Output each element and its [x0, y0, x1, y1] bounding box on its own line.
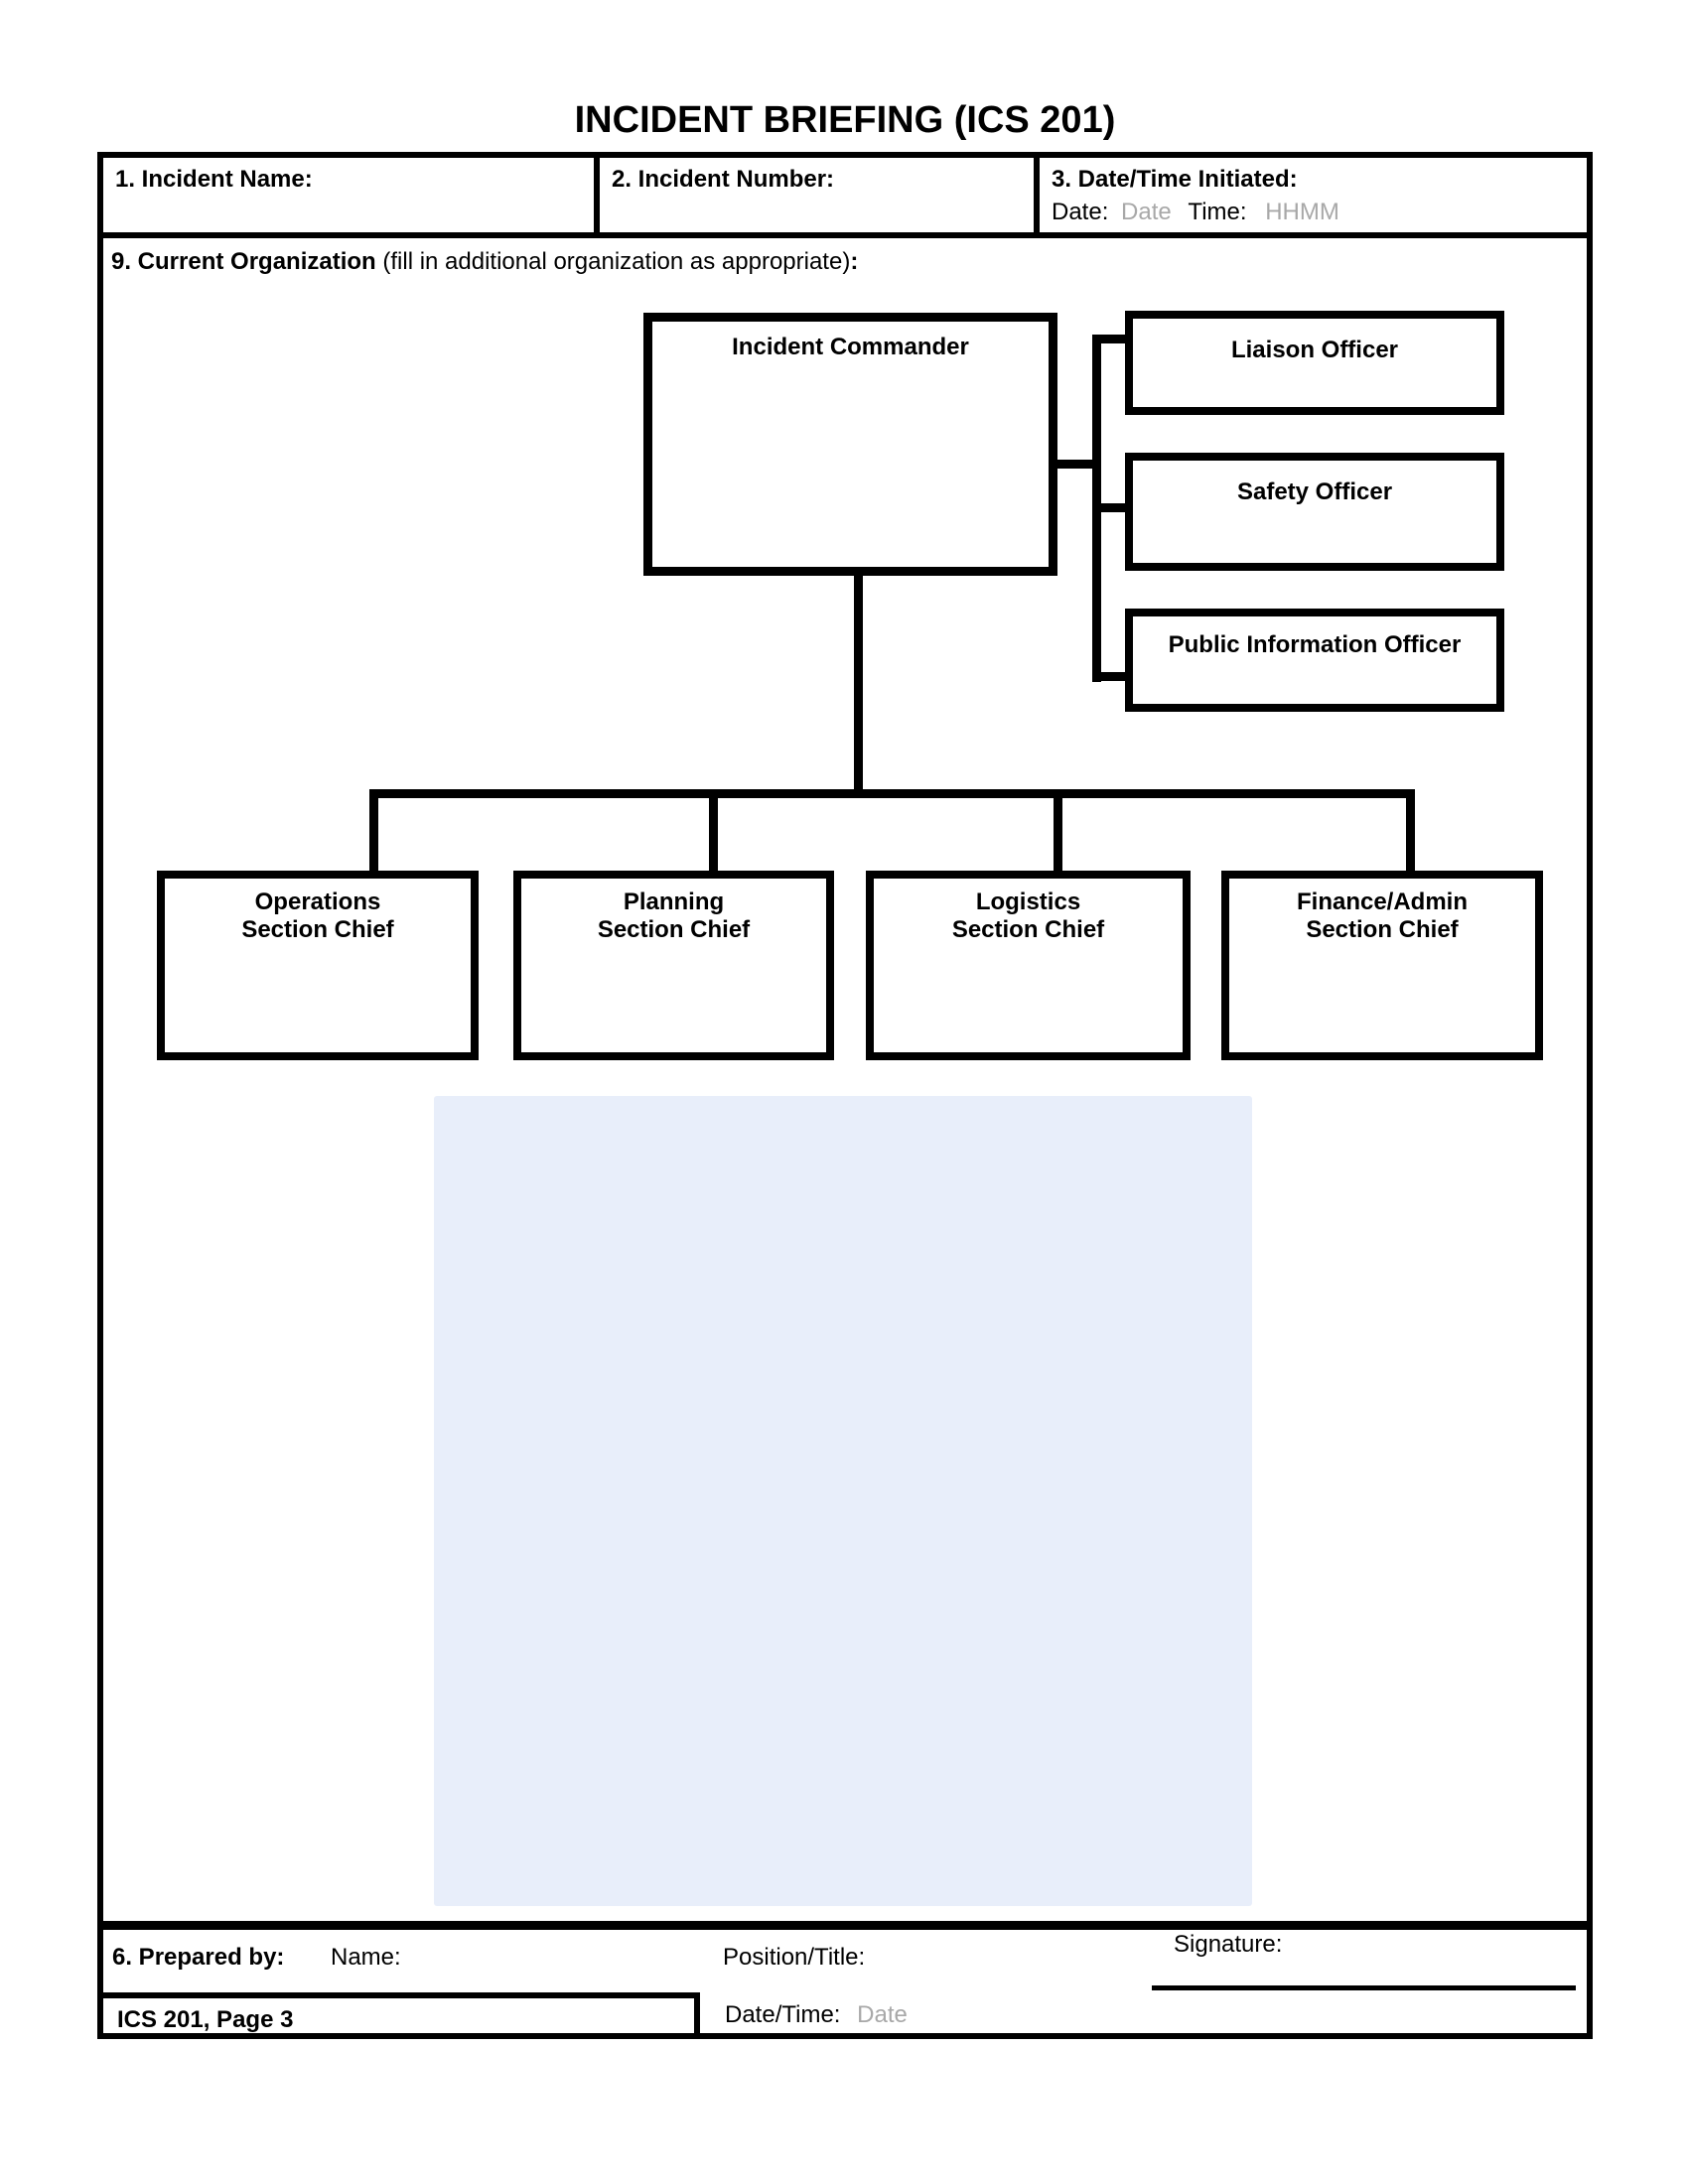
incident-name-field[interactable]: 1. Incident Name: [103, 158, 594, 232]
signature-field[interactable] [1152, 1961, 1576, 1985]
footer-datetime: Date/Time: Date [725, 2001, 908, 2029]
planning-drop-line [709, 789, 718, 879]
liaison-connector-line [1092, 335, 1125, 343]
safety-connector-line [1101, 503, 1125, 512]
logistics-drop-line [1054, 789, 1062, 879]
prepared-by-position-field[interactable] [889, 1936, 1147, 1980]
prepared-by-name-label: Name: [331, 1944, 401, 1971]
date-placeholder[interactable]: Date [1121, 199, 1172, 225]
finance-drop-line [1406, 789, 1415, 879]
finance-admin-section-chief-box[interactable]: Finance/Admin Section Chief [1221, 871, 1543, 1060]
time-label: Time: [1188, 199, 1247, 225]
finance-admin-chief-line2: Section Chief [1306, 916, 1459, 943]
form-title: INCIDENT BRIEFING (ICS 201) [574, 99, 1116, 141]
form-outer-border [97, 152, 1593, 2039]
datetime-initiated-field[interactable]: 3. Date/Time Initiated: Date: Date Time:… [1040, 158, 1587, 232]
incident-number-label: 2. Incident Number: [612, 166, 835, 193]
finance-admin-chief-line1: Finance/Admin [1296, 888, 1469, 915]
ic-drop-line [854, 571, 863, 798]
section9-label-bold: 9. Current Organization [111, 248, 376, 275]
prepared-by-top-border [97, 1921, 1593, 1930]
safety-officer-label: Safety Officer [1236, 478, 1393, 505]
prepared-by-label: 6. Prepared by: [112, 1944, 285, 1971]
footer-page-label: ICS 201, Page 3 [117, 2006, 294, 2033]
incident-number-field[interactable]: 2. Incident Number: [600, 158, 1034, 232]
operations-drop-line [369, 789, 378, 879]
public-information-officer-label: Public Information Officer [1168, 631, 1462, 658]
pio-connector-line [1101, 672, 1125, 681]
prepared-by-name-field[interactable] [427, 1936, 705, 1980]
section9-label-normal: (fill in additional organization as appr… [375, 248, 851, 275]
footer-datetime-placeholder[interactable]: Date [857, 2001, 908, 2028]
section9-label-colon: : [850, 248, 859, 275]
row1-bottom-border [97, 232, 1593, 238]
row1-divider-2 [1034, 152, 1040, 238]
public-information-officer-box[interactable]: Public Information Officer [1125, 609, 1504, 712]
datetime-initiated-label: 3. Date/Time Initiated: [1052, 166, 1298, 193]
incident-name-label: 1. Incident Name: [115, 166, 313, 193]
sections-horizontal-bar [369, 789, 1415, 798]
logistics-section-chief-box[interactable]: Logistics Section Chief [866, 871, 1191, 1060]
planning-chief-line1: Planning [623, 888, 725, 915]
ic-officer-connector-line [1057, 460, 1101, 469]
incident-commander-label: Incident Commander [732, 334, 969, 360]
row1-divider-1 [594, 152, 600, 238]
safety-officer-box[interactable]: Safety Officer [1125, 453, 1504, 571]
signature-label: Signature: [1174, 1931, 1283, 1958]
logistics-chief-line1: Logistics [975, 888, 1081, 915]
planning-section-chief-box[interactable]: Planning Section Chief [513, 871, 834, 1060]
operations-chief-line1: Operations [254, 888, 381, 915]
planning-chief-line2: Section Chief [597, 916, 751, 943]
incident-commander-box[interactable]: Incident Commander [643, 313, 1057, 576]
footer-page-box: ICS 201, Page 3 [97, 1992, 700, 2039]
section9-label: 9. Current Organization (fill in additio… [111, 248, 858, 276]
officer-trunk-line [1092, 335, 1101, 682]
liaison-officer-box[interactable]: Liaison Officer [1125, 311, 1504, 415]
operations-section-chief-box[interactable]: Operations Section Chief [157, 871, 479, 1060]
operations-chief-line2: Section Chief [241, 916, 394, 943]
datetime-initiated-value-line: Date: Date Time: HHMM [1040, 194, 1587, 226]
signature-line [1152, 1985, 1576, 1990]
time-placeholder[interactable]: HHMM [1265, 199, 1339, 225]
logistics-chief-line2: Section Chief [951, 916, 1105, 943]
footer-datetime-label: Date/Time: [725, 2001, 841, 2028]
liaison-officer-label: Liaison Officer [1230, 337, 1399, 363]
date-label: Date: [1052, 199, 1109, 225]
prepared-by-position-label: Position/Title: [723, 1944, 866, 1971]
organization-fill-area[interactable] [434, 1096, 1252, 1906]
